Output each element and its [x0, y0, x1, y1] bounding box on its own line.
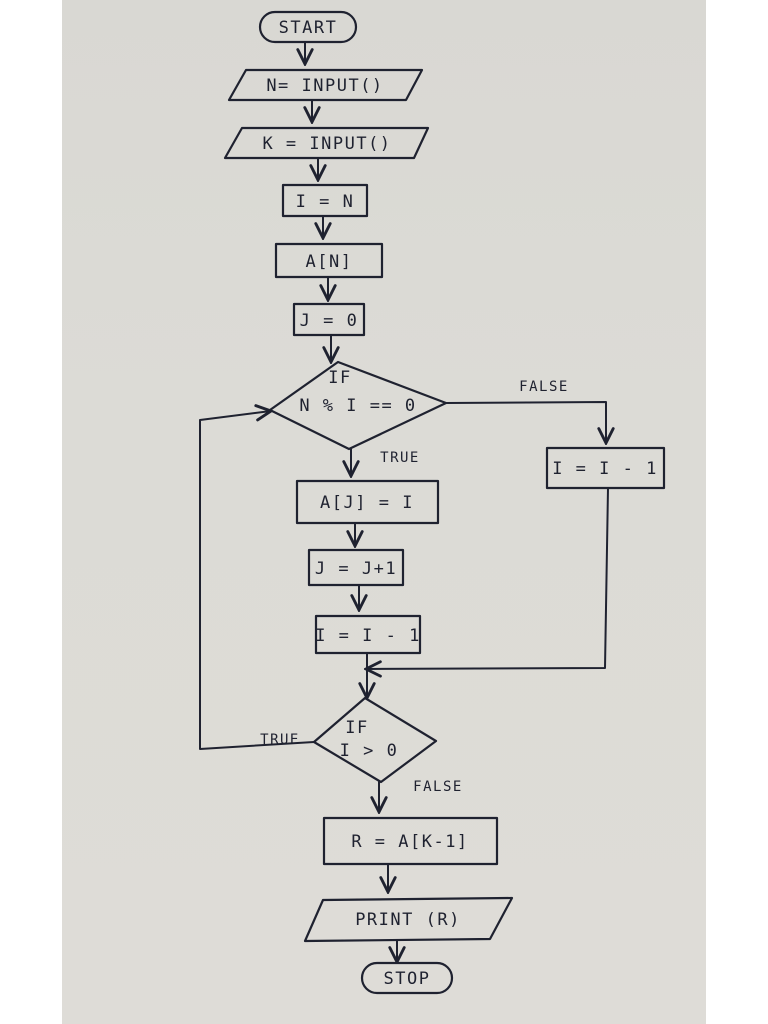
a-j-eq-i-box: A[J] = I: [295, 479, 440, 525]
i-dec-false-box: I = I - 1: [545, 446, 666, 490]
if1-keyword: IF: [328, 368, 351, 388]
k-input-label: K = INPUT(): [262, 134, 391, 154]
r-assign-label: R = A[K-1]: [351, 832, 468, 852]
i-dec-true-label: I = I - 1: [315, 626, 421, 646]
start-label: START: [279, 18, 338, 38]
i-eq-n-box: I = N: [281, 183, 369, 218]
i-dec-false-label: I = I - 1: [552, 459, 658, 479]
a-n-label: A[N]: [306, 252, 353, 272]
paper-background: [62, 0, 706, 1024]
stop-terminal: STOP: [360, 961, 454, 995]
i-dec-true-box: I = I - 1: [314, 614, 422, 655]
if1-condition: N % I == 0: [299, 396, 416, 416]
stop-label: STOP: [384, 969, 431, 989]
j-eq-0-box: J = 0: [292, 302, 366, 337]
if1-true-label: TRUE: [380, 450, 420, 466]
if1-false-label: FALSE: [519, 379, 569, 395]
a-j-eq-i-label: A[J] = I: [320, 493, 414, 513]
arrow-if2-true-loop: [199, 411, 315, 750]
arrow-false-merge: [366, 487, 609, 669]
n-input-label: N= INPUT(): [266, 76, 383, 96]
if-modulo-decision: IF N % I == 0: [268, 360, 448, 451]
r-assign-box: R = A[K-1]: [322, 816, 499, 866]
j-increment-box: J = J+1: [307, 548, 405, 587]
if2-condition: I > 0: [340, 741, 399, 761]
print-label: PRINT (R): [355, 910, 461, 930]
j-eq-0-label: J = 0: [300, 311, 359, 331]
if2-true-label: TRUE: [260, 732, 300, 748]
k-input-parallelogram: K = INPUT(): [223, 126, 430, 160]
if2-keyword: IF: [345, 718, 368, 738]
n-input-parallelogram: N= INPUT(): [227, 68, 424, 102]
if-positive-decision: IF I > 0: [312, 696, 438, 784]
start-terminal: START: [258, 10, 358, 44]
arrow-if1-false: [445, 401, 606, 443]
print-parallelogram: PRINT (R): [303, 896, 514, 943]
i-eq-n-label: I = N: [296, 192, 355, 212]
a-n-box: A[N]: [274, 242, 384, 279]
if2-false-label: FALSE: [413, 779, 463, 795]
j-increment-label: J = J+1: [315, 559, 397, 579]
